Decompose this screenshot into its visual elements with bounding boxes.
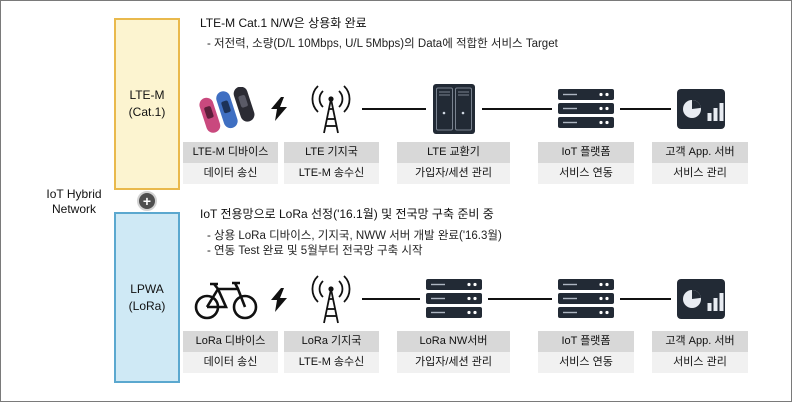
app-server-icon [676,87,726,136]
node-title-bar: IoT 플랫폼 [538,142,634,163]
node-title-bar: 고객 App. 서버 [652,331,748,352]
bottom-section-bullet-1: - 상용 LoRa 디바이스, 기지국, NWW 서버 개발 완료('16.3월… [207,230,502,242]
node-subtitle-bar: 서비스 관리 [652,163,748,184]
lpwa-group-label: LPWA (LoRa) [128,281,166,313]
server-stack-icon [557,88,615,135]
connector-line [362,298,420,300]
bottom-section-bullet-2: - 연동 Test 완료 및 5월부터 전국망 구축 시작 [207,245,423,257]
node-subtitle-bar: 가입자/세션 관리 [397,163,510,184]
connector-line [620,108,671,110]
connector-line [482,108,552,110]
plus-icon: + [137,191,157,211]
wearable-devices-icon [194,86,258,138]
node-subtitle-bar: 서비스 관리 [652,352,748,373]
connector-line [488,298,552,300]
lpwa-group-box: LPWA (LoRa) [114,212,180,383]
node-title-bar: LTE-M 디바이스 [183,142,278,163]
server-stack-icon [425,278,483,325]
radio-tower-icon [305,81,357,140]
node-subtitle-bar: 가입자/세션 관리 [397,352,510,373]
node-title-bar: IoT 플랫폼 [538,331,634,352]
connector-line [362,108,426,110]
node-subtitle-bar: 서비스 연동 [538,352,634,373]
lightning-bolt-icon [269,96,289,127]
node-subtitle-bar: LTE-M 송수신 [284,352,379,373]
top-section-title: LTE-M Cat.1 N/W은 상용화 완료 [200,16,367,30]
top-section-bullet: - 저전력, 소량(D/L 10Mbps, U/L 5Mbps)의 Data에 … [207,38,558,50]
app-server-icon [676,277,726,326]
node-title-bar: LoRa 디바이스 [183,331,278,352]
network-label: IoT Hybrid Network [46,187,102,216]
node-title-bar: 고객 App. 서버 [652,142,748,163]
node-title-bar: LoRa 기지국 [284,331,379,352]
bicycle-icon [193,275,259,326]
connector-line [620,298,671,300]
lightning-bolt-icon [269,287,289,318]
lte-m-group-label: LTE-M (Cat.1) [128,88,166,119]
radio-tower-icon [305,271,357,330]
switch-cabinet-icon [431,83,477,140]
bottom-section-title: IoT 전용망으로 LoRa 선정('16.1월) 및 전국망 구축 준비 중 [200,207,494,221]
node-subtitle-bar: 데이터 송신 [183,163,278,184]
node-subtitle-bar: LTE-M 송수신 [284,163,379,184]
node-title-bar: LTE 교환기 [397,142,510,163]
server-stack-icon [557,278,615,325]
node-title-bar: LTE 기지국 [284,142,379,163]
lte-m-group-box: LTE-M (Cat.1) [114,18,180,190]
node-subtitle-bar: 데이터 송신 [183,352,278,373]
node-subtitle-bar: 서비스 연동 [538,163,634,184]
node-title-bar: LoRa NW서버 [397,331,510,352]
plus-glyph: + [142,193,152,209]
